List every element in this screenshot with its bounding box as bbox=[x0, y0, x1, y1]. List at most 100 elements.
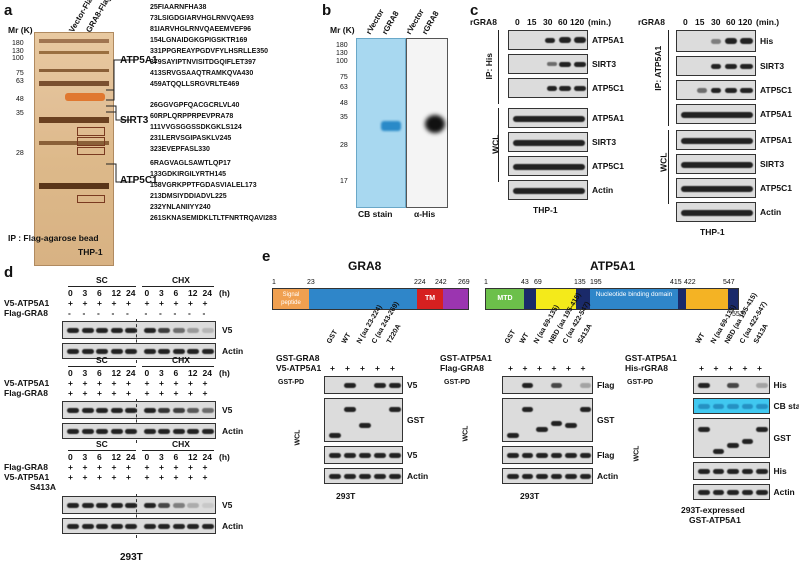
divider bbox=[136, 494, 137, 538]
time-label: 6 bbox=[97, 452, 102, 462]
row-value: + bbox=[173, 378, 179, 388]
marker: 75 bbox=[16, 70, 24, 77]
band bbox=[201, 408, 214, 413]
marker: 48 bbox=[340, 100, 348, 107]
blot-label: His bbox=[773, 380, 787, 390]
row-value: + bbox=[68, 378, 73, 388]
tm-domain: TM bbox=[417, 289, 443, 309]
anti-his-caption: α-His bbox=[414, 209, 436, 219]
bracket-lines bbox=[106, 59, 134, 183]
time-label: 24 bbox=[126, 288, 136, 298]
blot-label: Actin bbox=[222, 521, 244, 531]
band bbox=[550, 474, 562, 479]
blot-actin bbox=[62, 518, 216, 534]
band bbox=[698, 427, 710, 432]
peptides-sirt3: 26GGVGPFQACGCRLVL40 60RPLQRPPRPEVPRA78 1… bbox=[150, 102, 325, 157]
row-label: Flag-GRA8 bbox=[4, 308, 48, 318]
band bbox=[359, 474, 371, 479]
band bbox=[143, 503, 156, 508]
band bbox=[536, 474, 548, 479]
band bbox=[565, 453, 577, 458]
cb-stain-gel bbox=[356, 38, 406, 208]
band bbox=[698, 383, 710, 388]
time: 60 bbox=[558, 17, 568, 27]
time: 15 bbox=[527, 17, 537, 27]
row-value: + bbox=[97, 298, 102, 308]
band bbox=[389, 383, 401, 388]
band bbox=[374, 474, 386, 479]
band bbox=[96, 524, 108, 529]
blot-label: ATP5A1 bbox=[760, 135, 792, 145]
a-footer-ip: IP : Flag-agarose bead bbox=[8, 233, 99, 243]
row-value: + bbox=[508, 363, 513, 373]
band bbox=[756, 469, 768, 474]
group-rule bbox=[142, 450, 214, 451]
blot-label: Actin bbox=[597, 471, 619, 481]
row-value: + bbox=[360, 363, 365, 373]
blot-v5 bbox=[62, 321, 216, 339]
time-label: 24 bbox=[202, 288, 212, 298]
band bbox=[143, 429, 156, 434]
row-value: + bbox=[97, 472, 102, 482]
blot-label: ATP5C1 bbox=[592, 161, 624, 171]
band bbox=[110, 503, 123, 508]
band bbox=[67, 429, 79, 434]
column-label: T220A bbox=[385, 323, 403, 345]
band bbox=[344, 453, 356, 458]
band bbox=[201, 524, 214, 529]
c-term-domain bbox=[443, 289, 468, 309]
band bbox=[187, 408, 199, 413]
blot-label: GST bbox=[597, 415, 615, 425]
rgra8-header: rGRA8 bbox=[470, 17, 497, 27]
blot-label: V5 bbox=[222, 500, 233, 510]
row-label: V5-ATP5A1 bbox=[276, 363, 322, 373]
row-value: + bbox=[97, 378, 102, 388]
time-label: 12 bbox=[111, 368, 121, 378]
marker: 180 bbox=[336, 42, 348, 49]
row-value: + bbox=[757, 363, 762, 373]
time-label: 0 bbox=[68, 288, 73, 298]
row-value: + bbox=[522, 363, 528, 373]
marker: 100 bbox=[336, 58, 348, 65]
blot-actin bbox=[502, 468, 593, 484]
marker: 130 bbox=[12, 48, 24, 55]
blot-v5 bbox=[62, 401, 216, 419]
band bbox=[187, 503, 199, 508]
residue-number: 23 bbox=[307, 279, 315, 286]
protein-atp5a1: ATP5A1 bbox=[120, 55, 158, 66]
residue-number: 1 bbox=[272, 279, 276, 286]
marker: 130 bbox=[336, 50, 348, 57]
peptide: 261SKNASEMIDKLTLTFNRTRQAVI283 bbox=[150, 215, 277, 222]
band bbox=[329, 433, 341, 438]
ip-his-label: IP: His bbox=[483, 53, 494, 80]
row-value: + bbox=[202, 388, 208, 398]
group-rule bbox=[142, 366, 214, 367]
blot-actin bbox=[676, 202, 756, 222]
time: 15 bbox=[695, 17, 705, 27]
band bbox=[81, 524, 94, 529]
band bbox=[389, 453, 401, 458]
band bbox=[756, 383, 768, 388]
row-label: Flag-GRA8 bbox=[4, 462, 48, 472]
n-domain bbox=[536, 289, 576, 309]
time: 120 bbox=[570, 17, 585, 27]
band bbox=[344, 474, 356, 479]
band bbox=[565, 474, 577, 479]
row-value: + bbox=[202, 298, 208, 308]
blot-gst bbox=[324, 398, 403, 442]
blot-sirt3-wcl bbox=[676, 154, 756, 174]
gra8-body-domain bbox=[309, 289, 417, 309]
cb-stain-caption: CB stain bbox=[358, 209, 393, 219]
ip-atp5a1-label: IP: ATP5A1 bbox=[653, 45, 664, 91]
band bbox=[96, 349, 108, 354]
blot-sirt3-ip bbox=[508, 54, 588, 74]
blot-label: ATP5A1 bbox=[592, 35, 624, 45]
band bbox=[741, 404, 753, 409]
blot-actin bbox=[693, 484, 770, 500]
row-label: V5-ATP5A1 bbox=[4, 378, 50, 388]
band bbox=[712, 449, 724, 454]
blot-label: V5 bbox=[407, 380, 418, 390]
band bbox=[125, 524, 137, 529]
band bbox=[67, 408, 79, 413]
